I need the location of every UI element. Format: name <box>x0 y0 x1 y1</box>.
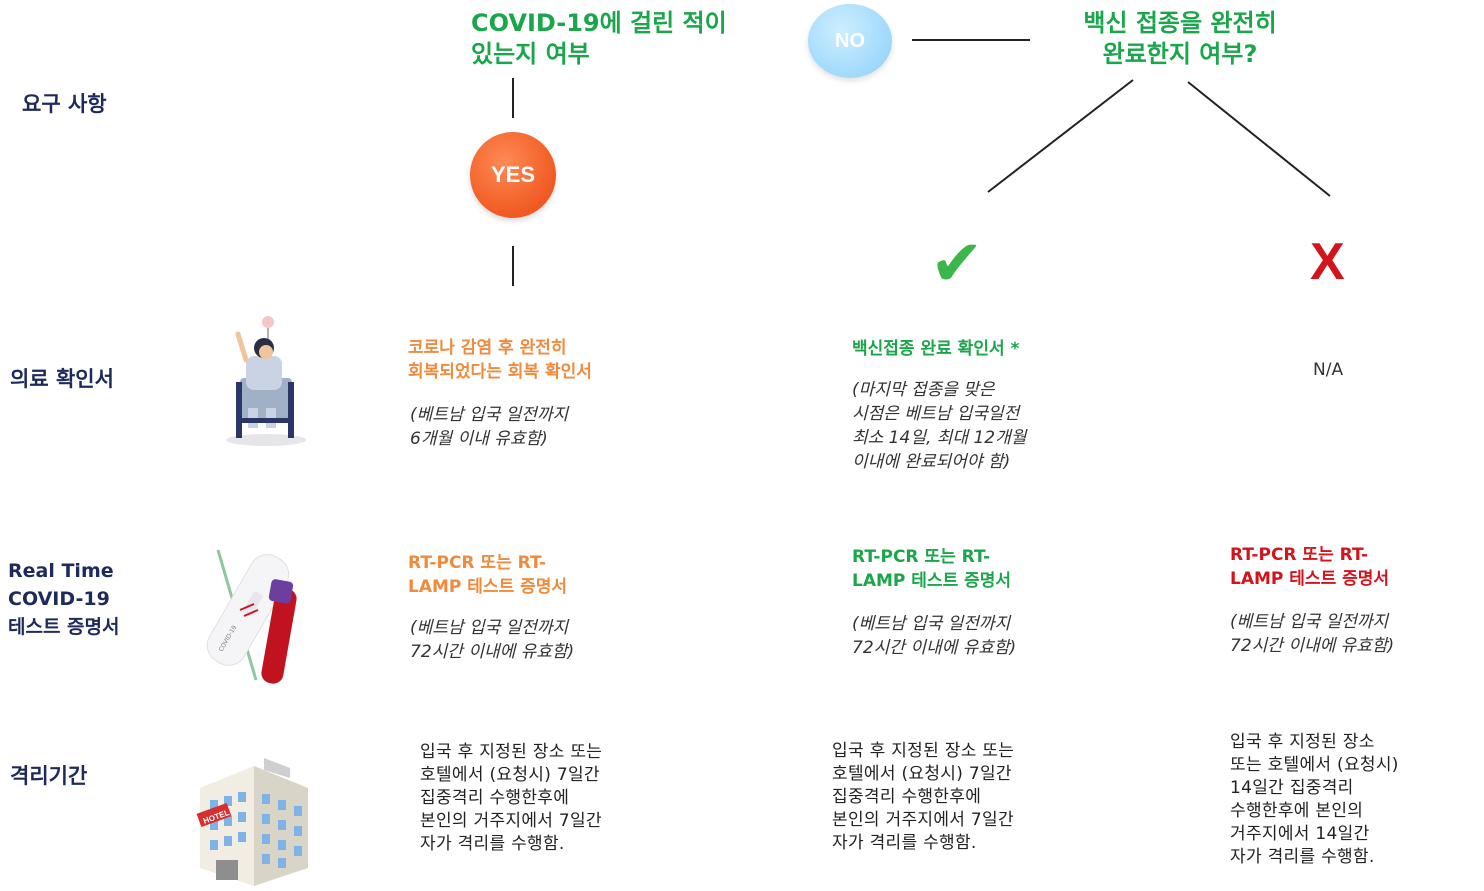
row-label-test: Real Time COVID-19 테스트 증명서 <box>8 560 120 638</box>
requirements-label: 요구 사항 <box>22 92 107 116</box>
vaccination-question: 백신 접종을 완전히 완료한지 여부? <box>1083 9 1277 68</box>
recovered-test-note: (베트남 입국 일전까지 72시간 이내에 유효함) <box>410 618 575 662</box>
row-label-medical: 의료 확인서 <box>10 367 114 391</box>
recovery-certificate-title: 코로나 감염 후 완전히 회복되었다는 회복 확인서 <box>408 338 592 382</box>
vaccination-certificate-title: 백신접종 완료 확인서 * <box>852 339 1020 359</box>
vaccinated-quarantine-text: 입국 후 지정된 장소 또는 호텔에서 (요청시) 7일간 집중격리 수행한후에… <box>832 741 1015 853</box>
row-label-quarantine: 격리기간 <box>10 764 88 788</box>
vaccinated-test-note: (베트남 입국 일전까지 72시간 이내에 유효함) <box>852 614 1017 658</box>
wheelchair-patient-illustration <box>226 316 306 446</box>
not-vaccinated-test-note: (베트남 입국 일전까지 72시간 이내에 유효함) <box>1230 612 1395 656</box>
not-vaccinated-test-title: RT-PCR 또는 RT- LAMP 테스트 증명서 <box>1230 545 1390 589</box>
hotel-illustration: HOTEL <box>196 758 308 886</box>
covid-history-question: COVID-19에 걸린 적이 있는지 여부 <box>471 9 727 68</box>
recovery-certificate-note: (베트남 입국 일전까지 6개월 이내 유효함) <box>410 405 569 449</box>
connector-to-x <box>1187 81 1331 197</box>
not-vaccinated-medical-na: N/A <box>1313 360 1344 380</box>
x-icon: X <box>1310 233 1345 291</box>
recovered-quarantine-text: 입국 후 지정된 장소 또는 호텔에서 (요청시) 7일간 집중격리 수행한후에… <box>420 742 603 854</box>
vaccination-certificate-note: (마지막 접종을 맞은 시점은 베트남 입국일전 최소 14일, 최대 12개월… <box>852 380 1027 472</box>
not-vaccinated-quarantine-text: 입국 후 지정된 장소 또는 호텔에서 (요청시) 14일간 집중격리 수행한후… <box>1230 732 1399 867</box>
vaccinated-test-title: RT-PCR 또는 RT- LAMP 테스트 증명서 <box>852 547 1012 591</box>
test-kit-illustration: COVID-19 <box>206 549 297 684</box>
check-icon: ✔ <box>930 227 984 301</box>
no-badge: NO <box>808 4 892 78</box>
yes-badge: YES <box>470 132 556 218</box>
connector-to-check <box>987 79 1134 193</box>
recovered-test-title: RT-PCR 또는 RT- LAMP 테스트 증명서 <box>408 553 568 597</box>
